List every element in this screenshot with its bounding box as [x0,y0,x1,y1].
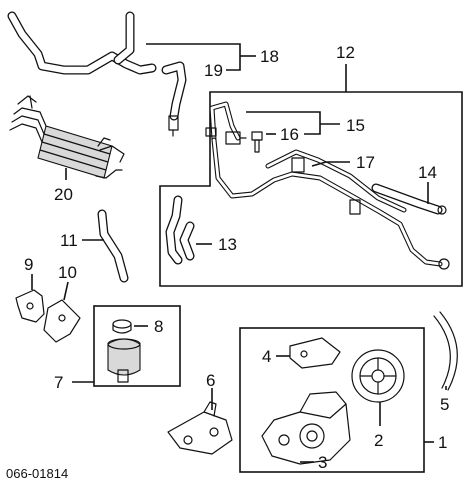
callout-9[interactable]: 9 [24,255,33,274]
diagram-code: 066-01814 [6,466,68,481]
pump-bracket-part-4[interactable] [289,337,341,369]
group-box-part-12 [159,91,463,287]
callout-8[interactable]: 8 [154,317,163,336]
leader-18-19 [146,43,241,71]
callout-2[interactable]: 2 [374,431,383,450]
callout-14[interactable]: 14 [418,163,437,182]
callout-11[interactable]: 11 [60,231,78,250]
callout-4[interactable]: 4 [262,347,271,366]
callout-18[interactable]: 18 [260,47,279,66]
callout-10[interactable]: 10 [58,263,77,282]
pressure-tube-part-17[interactable] [209,101,450,270]
return-hose-part-18[interactable] [7,11,157,75]
hose-part-14[interactable] [371,183,447,215]
callout-20[interactable]: 20 [54,185,73,204]
callout-16[interactable]: 16 [280,125,299,144]
bolt-part-16[interactable] [251,131,263,153]
callout-19[interactable]: 19 [204,61,223,80]
hose-part-13[interactable] [165,195,195,265]
group-box-part-7 [93,305,181,387]
callout-13[interactable]: 13 [218,235,237,254]
fitting-part-15[interactable] [205,127,247,145]
bracket-part-9[interactable] [15,289,45,323]
group-box-part-1 [239,327,425,473]
callout-3[interactable]: 3 [318,453,327,472]
pump-body-part-3[interactable] [261,391,351,465]
callout-15[interactable]: 15 [346,116,365,135]
hose-part-19[interactable] [161,61,187,137]
callout-17[interactable]: 17 [356,153,375,172]
pulley-part-2[interactable] [351,349,405,403]
bracket-part-6[interactable] [167,401,233,455]
callout-5[interactable]: 5 [440,395,449,414]
bracket-part-10[interactable] [43,299,81,343]
callout-1[interactable]: 1 [438,433,447,452]
callout-6[interactable]: 6 [206,371,215,390]
callout-12[interactable]: 12 [336,43,355,62]
hose-part-11[interactable] [97,209,129,283]
oil-cooler-part-20[interactable] [9,95,125,179]
belt-part-5[interactable] [433,311,458,391]
callout-7[interactable]: 7 [54,373,63,392]
reservoir-part-7[interactable] [107,338,141,383]
leader-15-16 [246,111,321,135]
leader-17 [311,161,350,167]
cap-part-8[interactable] [112,319,132,334]
leader-10 [63,281,69,301]
